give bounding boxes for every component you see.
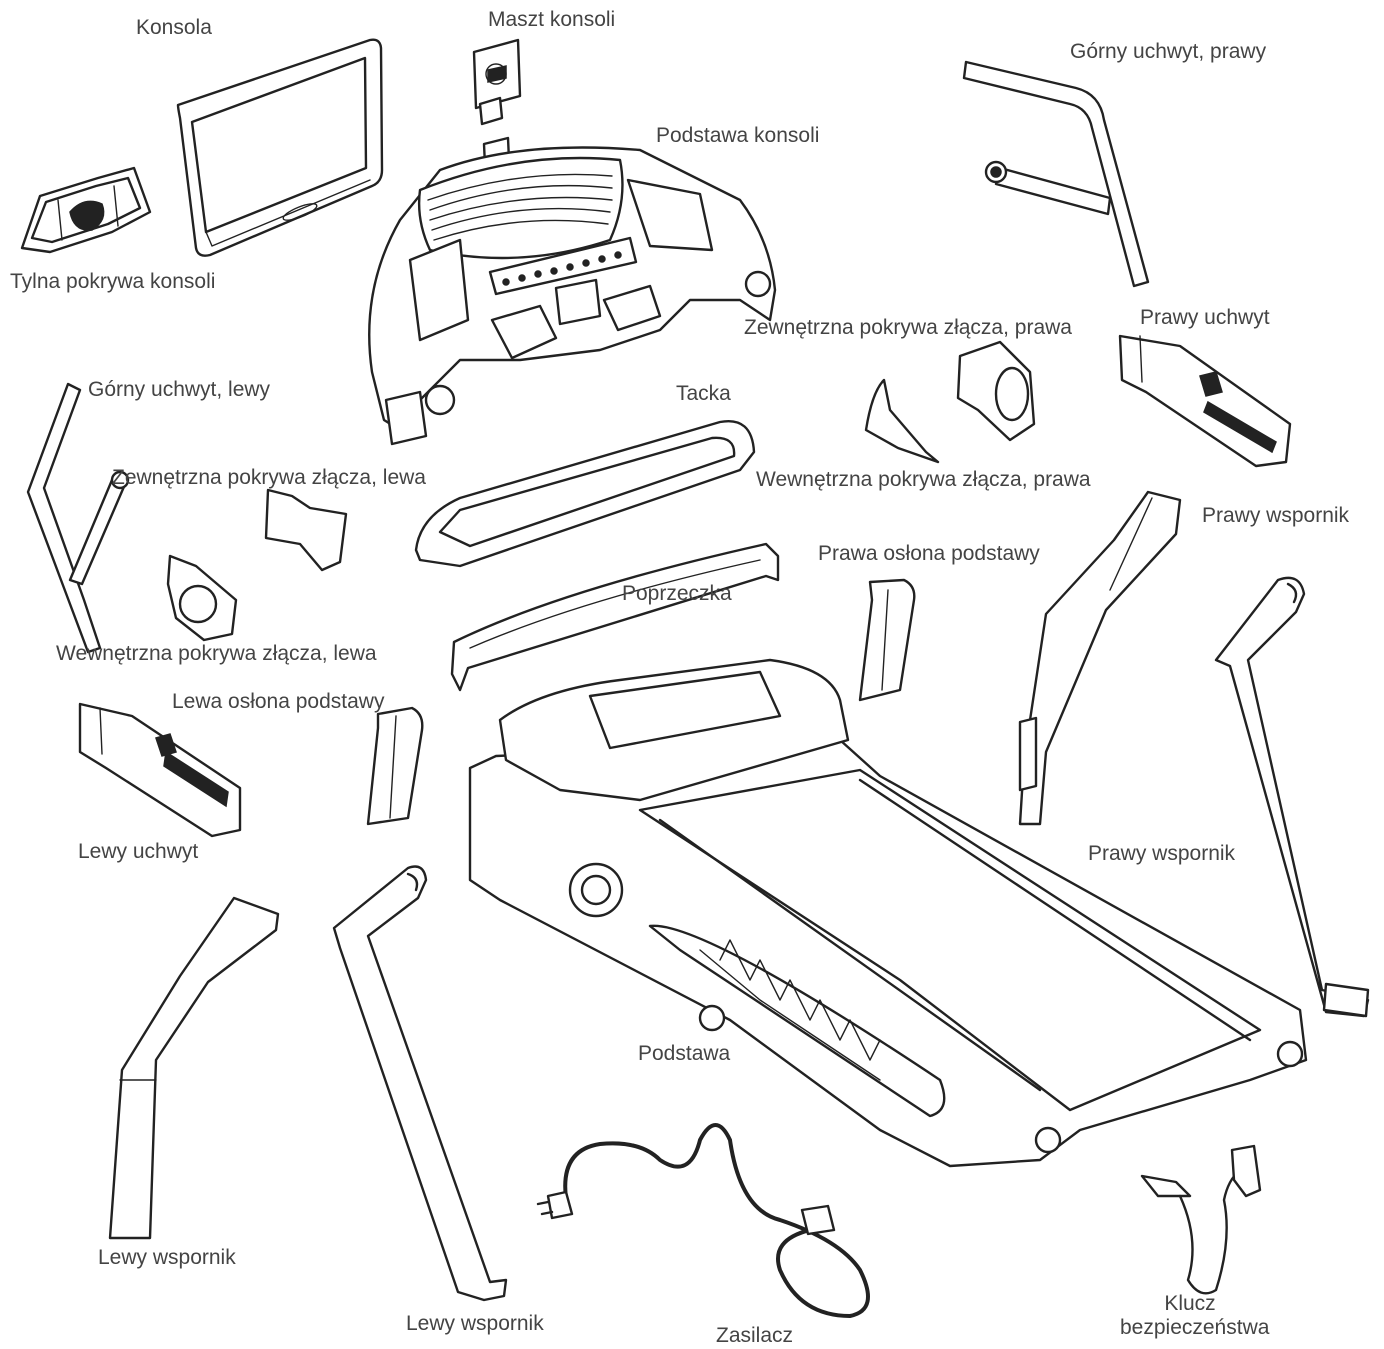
- label-prawa-oslona-podstawy: Prawa osłona podstawy: [818, 542, 1040, 565]
- tray-illustration: [414, 419, 756, 568]
- right-base-guard-illustration: [858, 578, 916, 702]
- inner-connector-cover-left-illustration: [166, 554, 238, 642]
- label-podstawa-konsoli: Podstawa konsoli: [656, 124, 820, 147]
- label-klucz-line1: Klucz: [1164, 1292, 1216, 1315]
- console-illustration: [176, 38, 384, 257]
- label-klucz-line2: bezpieczeństwa: [1120, 1316, 1270, 1340]
- console-rear-cover-illustration: [20, 166, 152, 254]
- upper-handle-right-illustration: [962, 60, 1150, 288]
- right-upright-back-illustration: [1018, 490, 1182, 826]
- left-upright-back-illustration: [332, 865, 508, 1302]
- label-lewy-wspornik-mid: Lewy wspornik: [406, 1312, 544, 1335]
- label-podstawa: Podstawa: [638, 1042, 731, 1065]
- label-prawy-wspornik-mid: Prawy wspornik: [1088, 842, 1236, 865]
- label-lewy-wspornik-left: Lewy wspornik: [98, 1246, 236, 1269]
- inner-connector-cover-right-illustration: [864, 378, 940, 464]
- left-handle-illustration: [78, 702, 242, 838]
- outer-connector-cover-left-illustration: [264, 488, 348, 572]
- label-poprzeczka: Poprzeczka: [622, 582, 732, 605]
- upper-handle-left-illustration: [26, 382, 130, 654]
- left-base-guard-illustration: [366, 706, 424, 826]
- label-zewnetrzna-pokrywa-prawa: Zewnętrzna pokrywa złącza, prawa: [744, 316, 1072, 339]
- label-tacka: Tacka: [676, 382, 731, 405]
- safety-key-illustration: [1140, 1144, 1262, 1295]
- left-upright-front-illustration: [108, 896, 280, 1240]
- label-tylna-pokrywa-konsoli: Tylna pokrywa konsoli: [10, 270, 216, 293]
- label-klucz-bezpieczenstwa: Klucz bezpieczeństwa: [1120, 1292, 1270, 1340]
- label-wewnetrzna-pokrywa-lewa: Wewnętrzna pokrywa złącza, lewa: [56, 642, 377, 665]
- label-lewy-uchwyt: Lewy uchwyt: [78, 840, 199, 863]
- right-handle-illustration: [1118, 334, 1292, 468]
- right-upright-front-illustration: [1214, 576, 1370, 1018]
- label-prawy-wspornik-top: Prawy wspornik: [1202, 504, 1350, 527]
- outer-connector-cover-right-illustration: [956, 340, 1036, 442]
- console-base-illustration: [368, 146, 777, 446]
- label-maszt-konsoli: Maszt konsoli: [488, 8, 616, 31]
- crossbar-illustration: [450, 542, 780, 692]
- label-prawy-uchwyt: Prawy uchwyt: [1140, 306, 1270, 329]
- label-gorny-uchwyt-prawy: Górny uchwyt, prawy: [1070, 40, 1267, 63]
- power-cord-illustration: [536, 1123, 870, 1318]
- label-zewnetrzna-pokrywa-lewa: Zewnętrzna pokrywa złącza, lewa: [112, 466, 426, 489]
- label-zasilacz: Zasilacz: [716, 1324, 794, 1347]
- label-wewnetrzna-pokrywa-prawa: Wewnętrzna pokrywa złącza, prawa: [756, 468, 1091, 491]
- label-gorny-uchwyt-lewy: Górny uchwyt, lewy: [88, 378, 271, 401]
- label-lewa-oslona-podstawy: Lewa osłona podstawy: [172, 690, 385, 713]
- base-illustration: [468, 658, 1308, 1168]
- label-konsola: Konsola: [136, 16, 212, 39]
